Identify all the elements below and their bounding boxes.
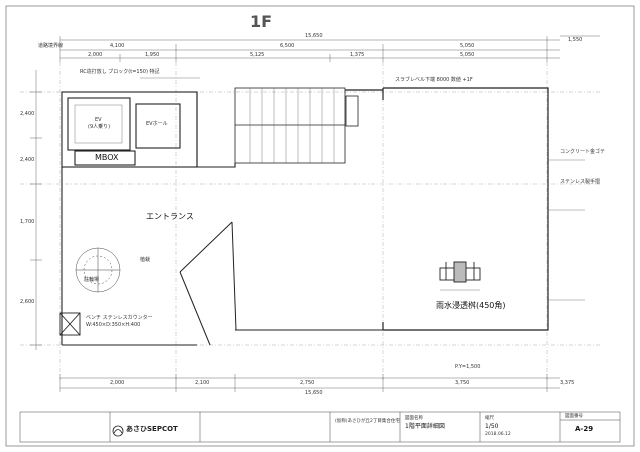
title-scale: 1/50	[485, 423, 499, 430]
room-ev: EV	[95, 117, 102, 123]
floor-label: 1F	[250, 12, 273, 31]
dim-left-3: 1,700	[20, 219, 35, 225]
title-col-no: 図面番号	[565, 414, 583, 419]
column-pier	[345, 95, 359, 127]
staircase	[234, 87, 346, 164]
note-pot: 植栽	[140, 257, 151, 263]
dim-top-2: 6,500	[280, 43, 295, 49]
dim-sub-1: 2,000	[88, 52, 103, 58]
room-toilet: EVホール	[146, 121, 168, 127]
bottom-dimension-lines	[59, 374, 560, 392]
company-logo-icon	[112, 425, 124, 437]
dim-top-total: 15,650	[305, 33, 323, 39]
dim-left-1: 2,400	[20, 111, 35, 117]
note-top-left: 道路境界線	[38, 43, 64, 49]
rain-pipe-detail	[439, 261, 481, 283]
note-bicycle: 駐輪場	[84, 277, 100, 283]
dim-left-4: 2,600	[20, 299, 35, 305]
note-wall-1: RC造打放し ブロック(t=150) 特記	[80, 69, 160, 75]
dim-bottom-total: 15,650	[305, 390, 323, 396]
note-finish: コンクリート金ゴテ	[560, 149, 606, 155]
top-dimension-lines	[59, 35, 600, 62]
entrance-glazing	[179, 221, 237, 346]
title-block-frame	[19, 411, 621, 443]
note-bench: ベンチ ステンレスカウンター	[86, 315, 153, 321]
dim-bottom-1: 2,000	[110, 380, 125, 386]
bench-square	[59, 312, 81, 336]
room-entrance: エントランス	[146, 212, 194, 221]
title-col-name: 図面名称	[405, 416, 423, 421]
room-mbox: MBOX	[95, 153, 119, 162]
dim-top-right: 1,550	[568, 37, 583, 43]
note-rain-pipe: 雨水浸透桝	[436, 301, 476, 310]
dim-bottom-3: 2,750	[300, 380, 315, 386]
leader-lines	[140, 77, 585, 301]
dim-top-3: 5,050	[460, 43, 475, 49]
stair-treads	[249, 88, 335, 163]
dim-bottom-4: 3,750	[455, 380, 470, 386]
title-drawing: 1階平面詳細図	[405, 423, 445, 430]
note-bench-size: W:450×D:350×H:400	[86, 322, 141, 328]
room-ev-sub: (9人乗り)	[88, 124, 111, 130]
note-rain-pipe-size: (450角)	[476, 301, 506, 310]
ev-hatching	[74, 104, 123, 144]
dim-top-1: 4,100	[110, 43, 125, 49]
main-room-walls	[345, 87, 549, 331]
note-wall-2: ステンレス製手摺	[560, 179, 601, 185]
note-plan-ref: P.Y=1,500	[455, 364, 481, 370]
title-company: あさひSEPCOT	[126, 425, 178, 433]
title-date: 2018.06.12	[485, 432, 511, 437]
note-slab-top: スラブレベル下端 8000 数値 +1F	[395, 77, 473, 83]
left-core-walls	[61, 91, 198, 168]
dim-sub-4: 1,375	[350, 52, 365, 58]
dim-sub-2: 1,950	[145, 52, 160, 58]
title-sheet-no: A-29	[575, 425, 594, 433]
dim-sub-3: 5,125	[250, 52, 265, 58]
sheet-border	[5, 5, 635, 447]
title-project: (仮称)あさひが丘2丁目集合住宅	[335, 419, 400, 424]
dim-bottom-2: 2,100	[195, 380, 210, 386]
dim-left-2: 2,400	[20, 157, 35, 163]
dim-sub-5: 5,050	[460, 52, 475, 58]
dim-bottom-5: 3,375	[560, 380, 575, 386]
left-dimension-lines	[30, 70, 42, 350]
title-col-scale: 縮尺	[485, 416, 494, 421]
planter-circle	[75, 247, 121, 293]
